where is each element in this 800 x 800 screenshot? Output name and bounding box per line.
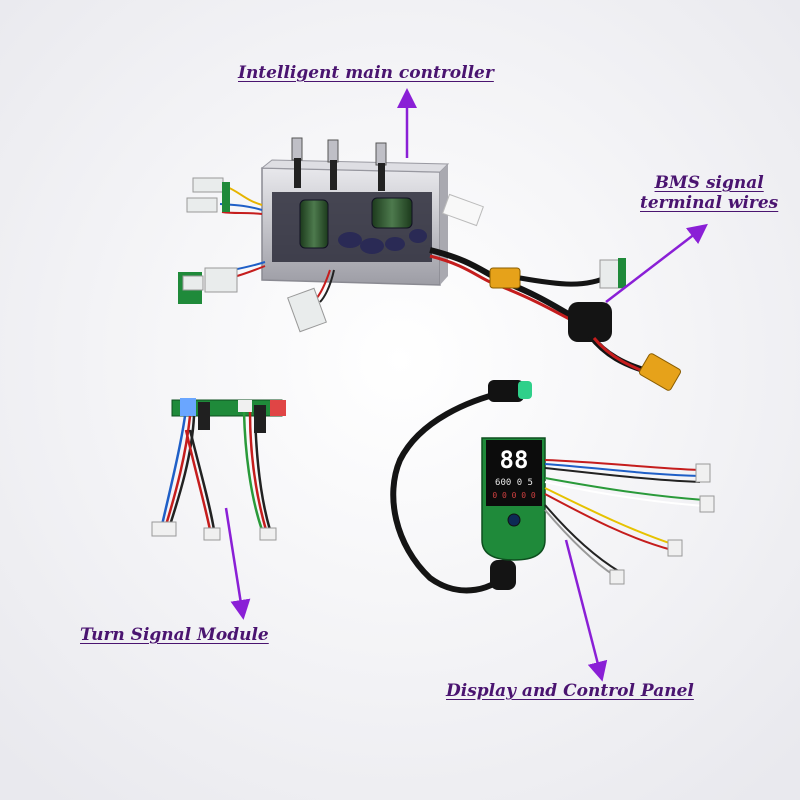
main-controller bbox=[178, 137, 681, 391]
label-display-panel: Display and Control Panel bbox=[446, 681, 694, 701]
turn-signal-wires bbox=[151, 411, 277, 541]
controller-side-connectors bbox=[178, 177, 335, 333]
label-turn-signal: Turn Signal Module bbox=[80, 625, 269, 645]
display-row-2: 0 0 0 0 0 bbox=[492, 491, 536, 500]
arrow-turn-signal bbox=[224, 507, 251, 620]
arrow-bms bbox=[605, 223, 708, 303]
label-main-controller: Intelligent main controller bbox=[238, 63, 494, 83]
display-screen bbox=[486, 440, 542, 506]
turn-signal-module bbox=[151, 398, 286, 541]
display-digits: 88 bbox=[500, 446, 529, 474]
label-bms: BMS signal terminal wires bbox=[640, 173, 779, 213]
label-bms-line1: BMS signal bbox=[654, 173, 764, 193]
arrow-display bbox=[564, 539, 608, 682]
power-button bbox=[507, 513, 521, 527]
annotation-arrows bbox=[224, 88, 708, 682]
display-control-panel: 88 600 0 5 0 0 0 0 0 bbox=[390, 380, 715, 594]
display-wires bbox=[544, 459, 715, 585]
capacitors bbox=[299, 197, 427, 254]
display-cable bbox=[390, 389, 513, 594]
label-bms-line2: terminal wires bbox=[640, 192, 779, 213]
xt60-connector bbox=[489, 267, 521, 289]
power-terminal-tabs bbox=[291, 137, 387, 191]
battery-cable bbox=[429, 247, 681, 391]
display-row-1: 600 0 5 bbox=[495, 478, 533, 488]
xt60-connector-out bbox=[639, 353, 681, 391]
